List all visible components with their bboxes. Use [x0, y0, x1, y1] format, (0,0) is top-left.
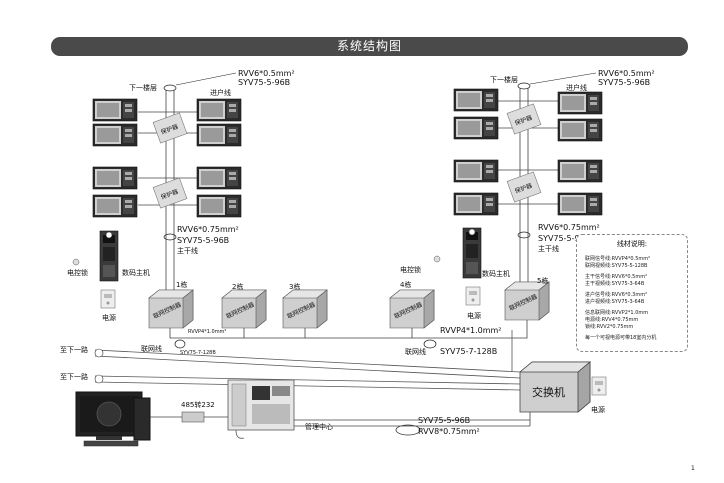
- route-marker-1: [94, 348, 104, 358]
- legend-line: 主干信号线:RVV6*0.5mm²: [585, 274, 648, 280]
- trunk-left-2: SYV75-5-96B: [177, 236, 229, 245]
- rvvp-big: RVVP4*1.0mm²: [440, 326, 502, 335]
- monitor-right-5: [557, 91, 603, 115]
- power-right: 电源: [467, 311, 481, 320]
- route-marker-2: [94, 374, 104, 384]
- monitor-left-6: [196, 123, 242, 147]
- leader-top-left: [175, 72, 237, 86]
- rvvp-small: RVVP4*1.0mm²: [188, 329, 226, 335]
- monitor-left-7: [196, 166, 242, 190]
- legend-line: 联网视频线:SYV75-5-128B: [585, 263, 648, 269]
- switch-label: 交换机: [532, 385, 565, 399]
- building-3: 3栋: [289, 282, 300, 291]
- protector-left-2: 保护器: [152, 177, 188, 209]
- legend-line: 信息联网线:RVVP2*1.0mm: [585, 310, 649, 316]
- monitor-left-2: [92, 123, 138, 147]
- main-unit-right: 数码主机: [482, 269, 510, 278]
- cable-markers: [163, 82, 531, 436]
- psu-right: [465, 286, 481, 306]
- management-center: [227, 379, 295, 439]
- converter-label: 485转232: [181, 400, 215, 409]
- monitor-left-1: [92, 98, 138, 122]
- entry-line-left: 进户线: [210, 88, 231, 97]
- trunk-left-3: 主干线: [177, 246, 198, 255]
- legend-line: 主干视频线:SYV75-3-64B: [585, 281, 645, 287]
- main-unit-left: 数码主机: [122, 268, 150, 277]
- legend-line: 进户信号线:RVV6*0.3mm²: [585, 292, 648, 298]
- legend-line: 锁线:RVV2*0.75mm: [585, 324, 634, 330]
- building-4: 4栋: [400, 280, 411, 289]
- bottom-cable-1: SYV75-5-96B: [418, 416, 470, 425]
- monitor-right-6: [557, 118, 603, 142]
- protector-right-2: 保护器: [506, 171, 542, 203]
- monitor-right-1: [453, 88, 499, 112]
- page-number: 1: [691, 465, 695, 472]
- to-next-route-1: 至下一路: [60, 345, 88, 354]
- syv-big: SYV75-7-128B: [440, 347, 497, 356]
- next-floor-right: 下一楼层: [490, 75, 518, 84]
- protector-left-1: 保护器: [152, 112, 188, 144]
- trunk-right-2: SYV75-5-96B: [538, 234, 590, 243]
- cable-top-right-2: SYV75-5-96B: [598, 78, 650, 87]
- building-2: 2栋: [232, 282, 243, 291]
- monitor-right-3: [453, 159, 499, 183]
- monitor-left-4: [92, 194, 138, 218]
- camera-right-icon: [468, 228, 476, 236]
- cable-top-right-1: RVV6*0.5mm²: [598, 69, 655, 78]
- monitor-right-2: [453, 116, 499, 140]
- next-floor-left: 下一楼层: [129, 83, 157, 92]
- power-left: 电源: [102, 313, 116, 322]
- legend-title: 线材说明:: [616, 240, 648, 248]
- net-line-right: 联网线: [405, 347, 426, 356]
- network-bus: [169, 320, 528, 339]
- syv-small: SYV75-7-128B: [180, 350, 216, 356]
- legend-line: 联网信号线:RVVP4*0.5mm²: [585, 256, 651, 262]
- bottom-cable-2: RVV8*0.75mm²: [418, 427, 480, 436]
- monitor-right-4: [453, 192, 499, 216]
- cable-top-left-1: RVV6*0.5mm²: [238, 69, 295, 78]
- camera-left-icon: [105, 231, 113, 239]
- psu-switch: [591, 376, 607, 396]
- trunk-right-3: 主干线: [538, 244, 559, 253]
- power-switch: 电源: [591, 405, 605, 414]
- door-unit-left: [99, 230, 119, 282]
- entry-line-right: 进户线: [566, 83, 587, 92]
- lock-right-icon: [433, 255, 441, 263]
- to-next-route-2: 至下一路: [60, 372, 88, 381]
- monitor-left-8: [196, 194, 242, 218]
- legend-line: 进户视频线:SYV75-3-64B: [585, 299, 645, 305]
- building-1: 1栋: [176, 280, 187, 289]
- cable-top-left-2: SYV75-5-96B: [238, 78, 290, 87]
- net-line-left: 联网线: [141, 344, 162, 353]
- psu-left: [100, 289, 116, 309]
- door-unit-right: [462, 227, 482, 279]
- leader-top-right: [529, 72, 597, 85]
- switch-box: [518, 361, 592, 413]
- legend-line: 每一个可视电源可带18室内分机: [585, 335, 657, 341]
- trunk-left-1: RVV6*0.75mm²: [177, 225, 239, 234]
- door-lock-left: 电控锁: [67, 268, 88, 277]
- building-5: 5栋: [537, 276, 548, 285]
- trunk-lines: [94, 330, 521, 391]
- computer: [75, 391, 151, 447]
- trunk-right-1: RVV6*0.75mm²: [538, 223, 600, 232]
- page-title: 系统结构图: [336, 39, 402, 53]
- title-bar: [51, 37, 688, 56]
- legend-line: 电源线:RVV4*0.75mm: [585, 317, 639, 323]
- monitor-right-8: [557, 192, 603, 216]
- monitor-left-3: [92, 166, 138, 190]
- converter: [181, 411, 205, 423]
- protector-right-1: 保护器: [506, 103, 542, 135]
- mgmt-center-label: 管理中心: [305, 422, 333, 431]
- monitor-right-7: [557, 159, 603, 183]
- door-lock-right: 电控锁: [400, 265, 421, 274]
- lock-left-icon: [72, 258, 80, 266]
- monitor-left-5: [196, 98, 242, 122]
